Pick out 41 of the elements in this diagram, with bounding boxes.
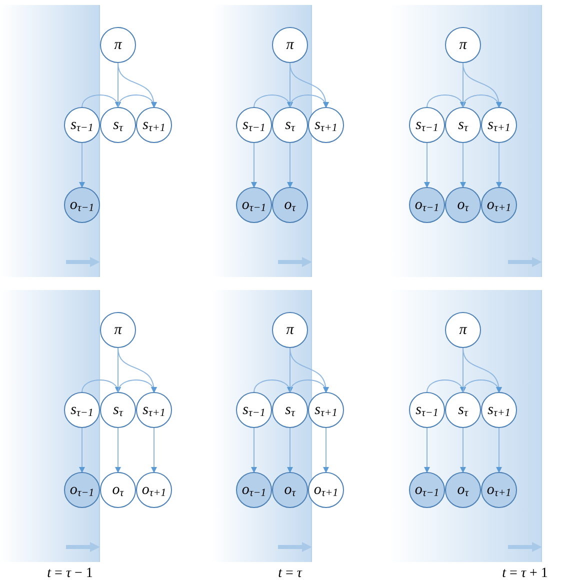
arrow [118,380,156,393]
arrow [426,94,465,108]
arrow [82,380,120,393]
arrow [251,142,257,188]
arrow [151,428,157,473]
arrow [118,94,156,108]
arrow [290,94,328,108]
arrow [424,428,430,473]
arrow [82,94,120,108]
hidden-node: s$_{τ+1}$ [308,107,344,143]
hidden-node: s$_{τ+1}$ [308,392,344,428]
hidden-node: o$_{τ}$ [100,472,136,508]
arrow [496,142,502,188]
arrow [462,94,501,108]
hidden-node: s$_{τ+1}$ [136,107,172,143]
time-label: t = τ [278,565,302,580]
arrow [462,380,501,393]
arrow [251,428,257,473]
arrow [79,142,85,188]
arrow [460,428,466,473]
arrow [254,94,292,108]
arrow [323,428,329,473]
arrow [426,380,465,393]
hidden-node: o$_{τ+1}$ [136,472,172,508]
hidden-node: π [100,27,136,63]
hidden-node: π [100,312,136,348]
arrow [115,428,121,473]
arrow [424,142,430,188]
arrow [496,428,502,473]
arrow [254,380,292,393]
hidden-node: s$_{τ}$ [100,107,136,143]
arrow [79,428,85,473]
hidden-node: o$_{τ+1}$ [308,472,344,508]
time-label: t = τ + 1 [502,565,548,580]
hidden-node: s$_{τ+1}$ [136,392,172,428]
arrow [287,142,293,188]
time-label: t = τ − 1 [47,565,93,580]
arrow [290,380,328,393]
arrow [460,142,466,188]
hidden-node: s$_{τ}$ [100,392,136,428]
arrow [287,428,293,473]
